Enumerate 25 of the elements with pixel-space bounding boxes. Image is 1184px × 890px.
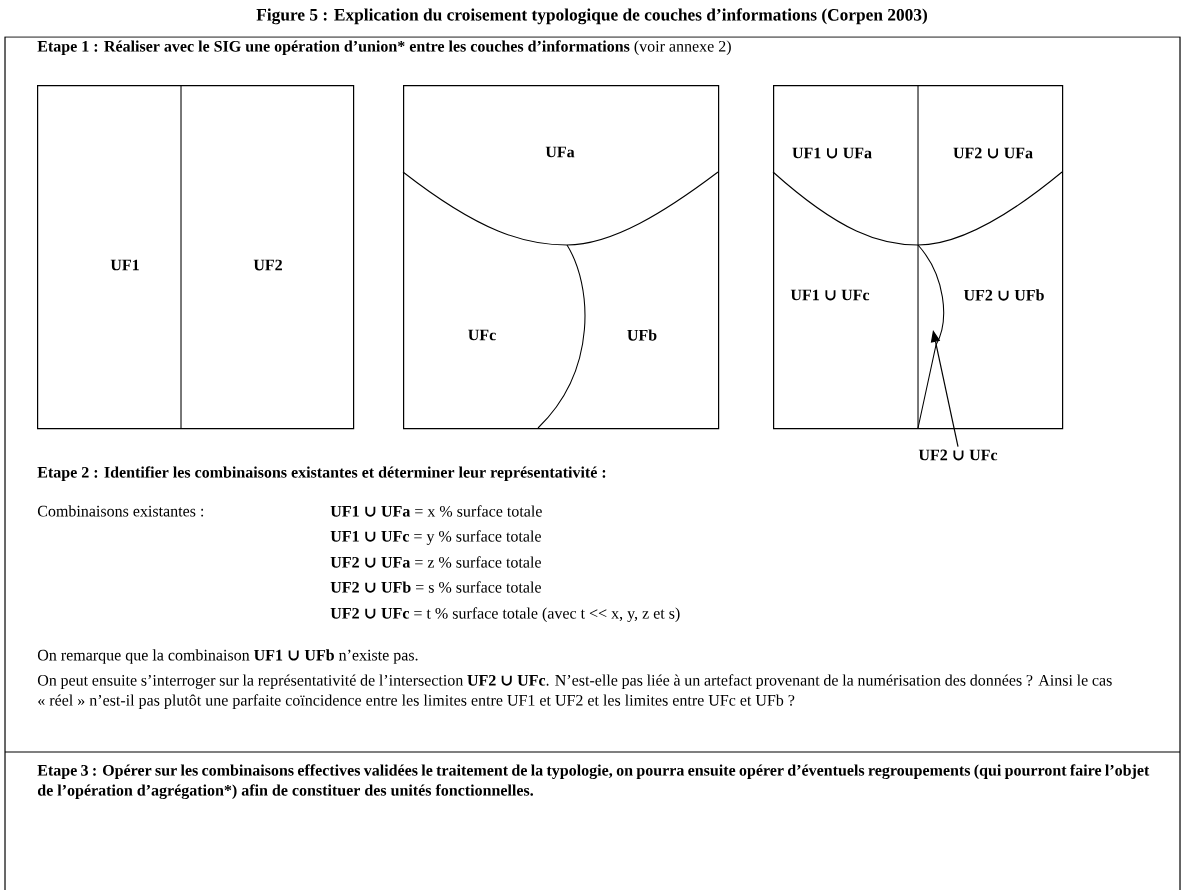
region-label: UF1 bbox=[110, 259, 139, 271]
step-heading: Etape 1 : Réaliser avec le SIG une opération d’union* entre les couches d’informations (voir annexe 2) bbox=[37, 40, 731, 55]
region-label: UF1 ∪ UFa bbox=[792, 147, 872, 159]
callout-label: UF2 ∪ UFc bbox=[918, 449, 998, 461]
region-label: UF2 bbox=[253, 259, 282, 271]
step-heading: Etape 3 : Opérer sur les combinaisons effectives validées le traitement de la typologie, on pourra ensuite opérer d’éventuels regroupements (qui pourront faire l’objet de l’opération d’agrégation*) afin de constituer des unités fonctionnelles. bbox=[37, 764, 1150, 800]
formula-line: UF1 ∪ UFc = y % surface totale bbox=[330, 530, 541, 545]
figure-title: Figure 5 : Explication du croisement typologique de couches d’informations (Corpen 2003) bbox=[256, 8, 927, 25]
region-label: UF1 ∪ UFc bbox=[790, 289, 870, 301]
text-line: Combinaisons existantes : bbox=[37, 505, 204, 517]
region-label: UFb bbox=[627, 329, 657, 341]
text-line: On remarque que la combinaison UF1 ∪ UFb n’existe pas. bbox=[37, 649, 418, 664]
region-label: UF2 ∪ UFb bbox=[963, 289, 1044, 301]
map-panel bbox=[37, 84, 355, 430]
region-label: UF2 ∪ UFa bbox=[953, 147, 1033, 159]
step-heading: Etape 2 : Identifier les combinaisons existantes et déterminer leur représentativité : bbox=[37, 466, 606, 481]
formula-line: UF2 ∪ UFa = z % surface totale bbox=[330, 556, 541, 568]
formula-line: UF2 ∪ UFc = t % surface totale (avec t << x, y, z et s) bbox=[330, 607, 680, 622]
map-panel bbox=[772, 84, 1064, 430]
region-label: UFa bbox=[545, 146, 575, 158]
formula-line: UF1 ∪ UFa = x % surface totale bbox=[330, 505, 542, 517]
region-label: UFc bbox=[468, 329, 496, 341]
formula-line: UF2 ∪ UFb = s % surface totale bbox=[330, 581, 541, 593]
paragraph: On peut ensuite s’interroger sur la représentativité de l’intersection UF2 ∪ UFc. N’est-elle pas liée à un artefact provenant de la numérisation des données ? Ainsi le cas « réel » n’est-il pas plutôt une parfaite coïncidence entre les limites entre UF1 et UF2 et les limites entre UFc et UFb ? bbox=[37, 674, 1112, 709]
map-panel bbox=[402, 85, 720, 430]
